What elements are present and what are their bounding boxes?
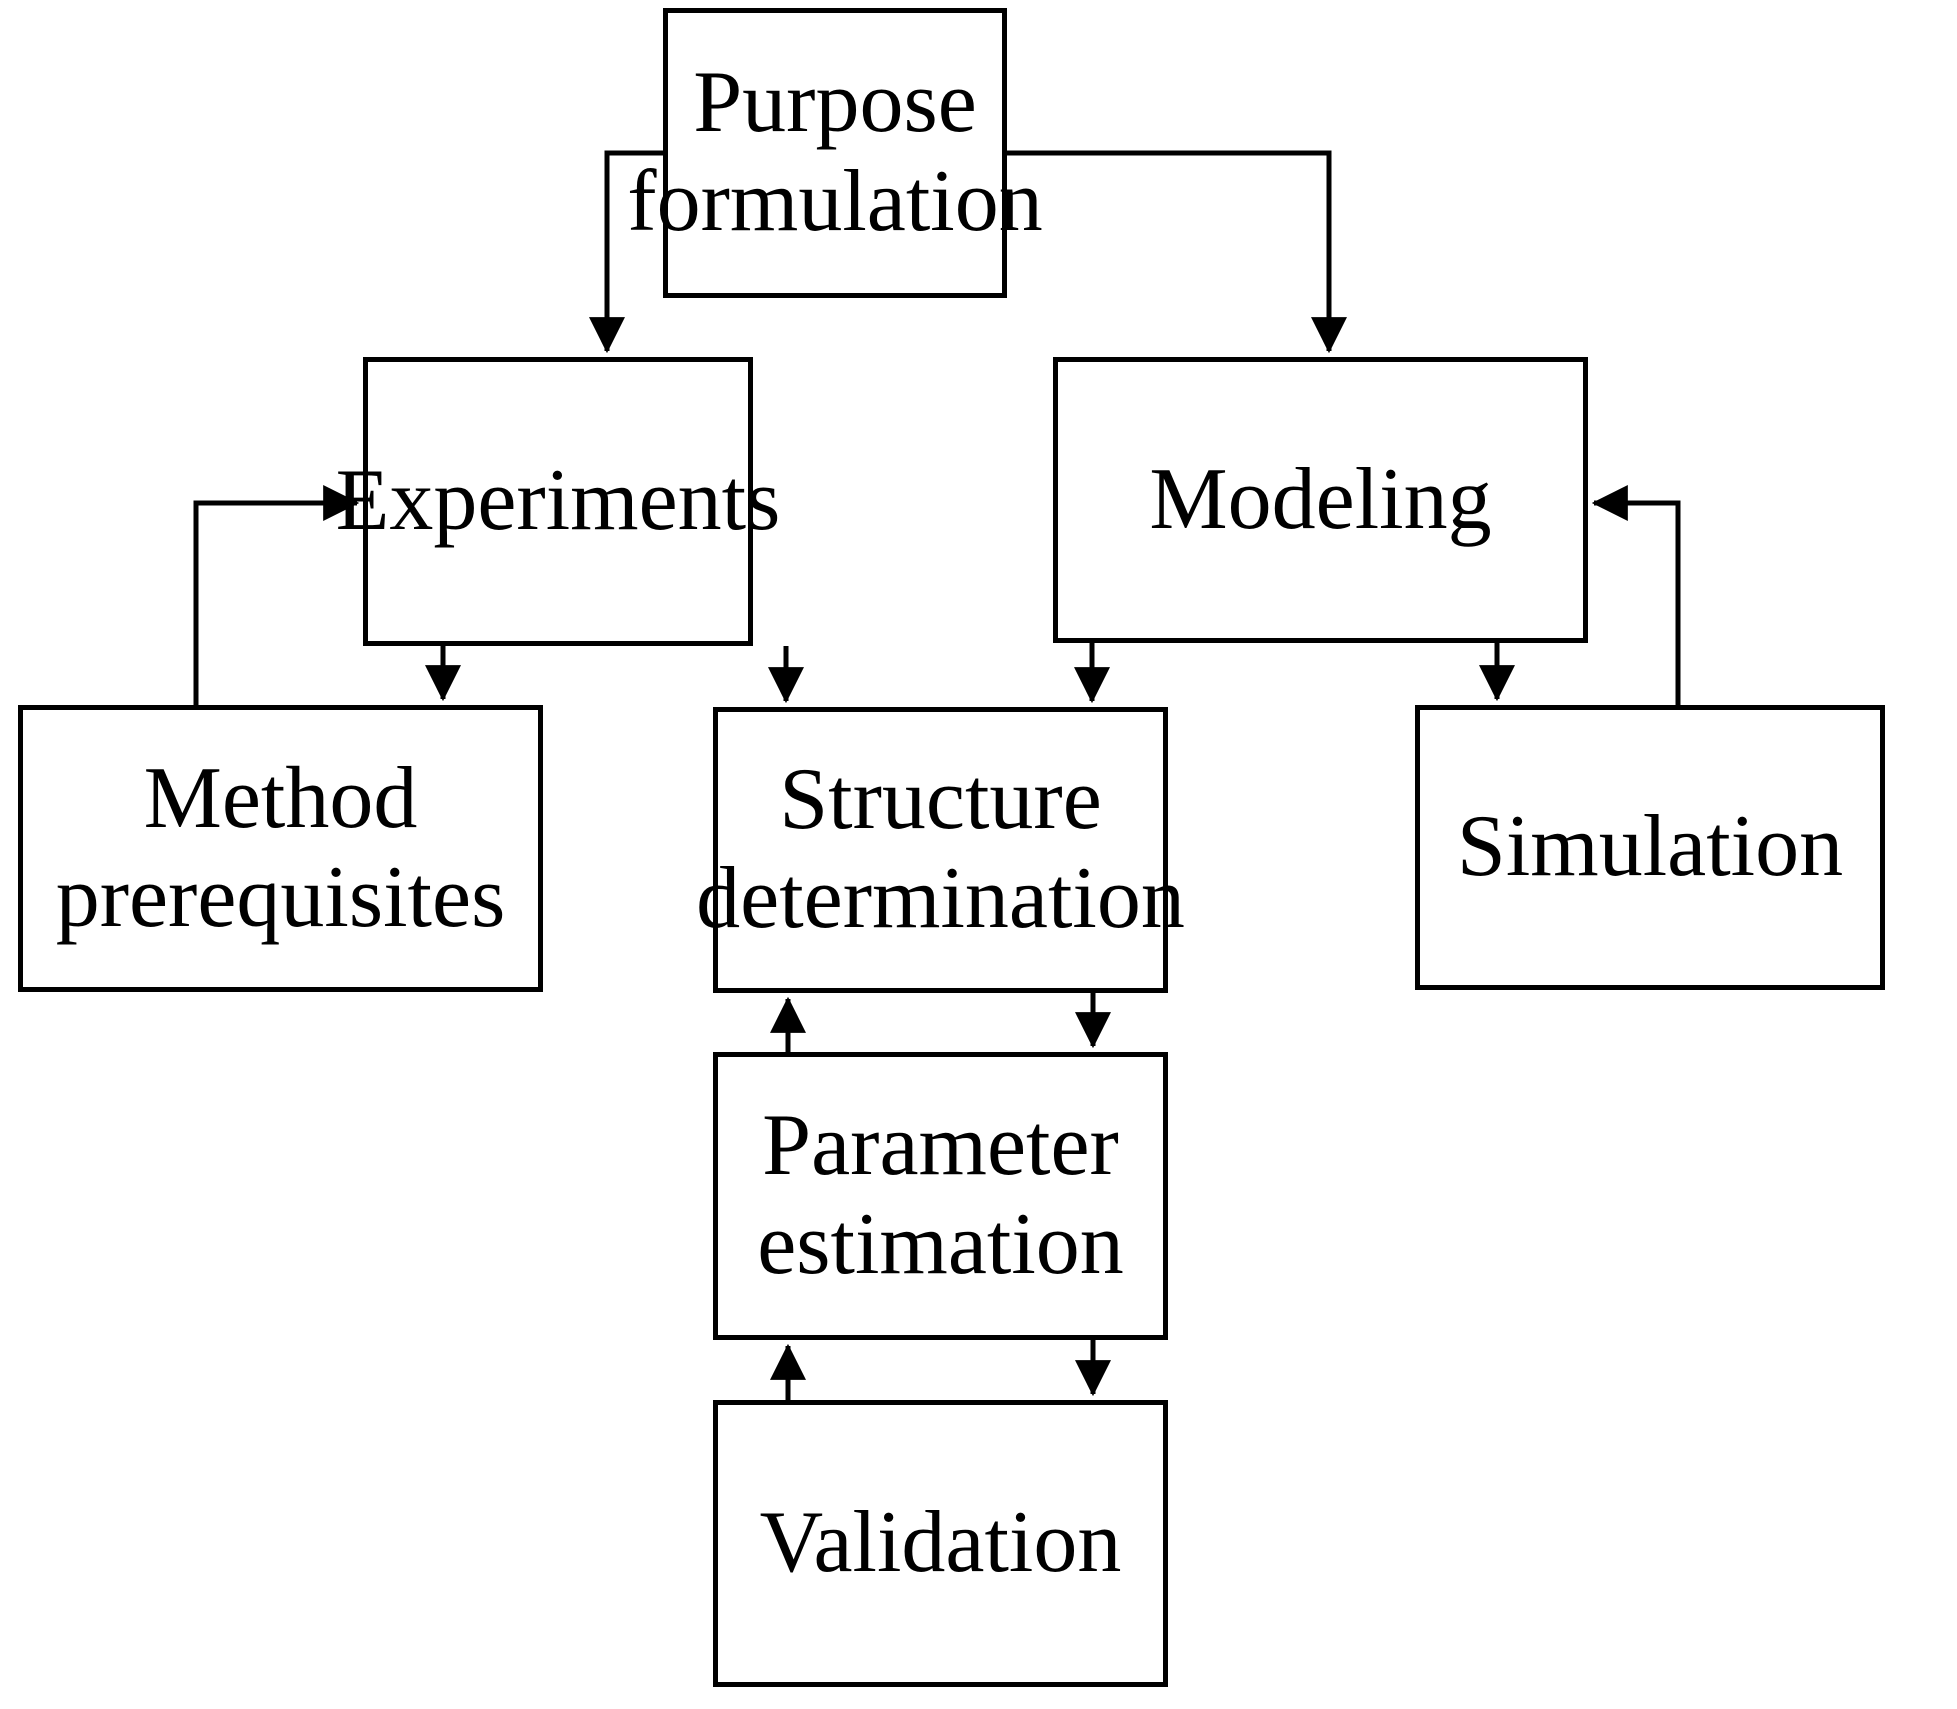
node-modeling[interactable]: Modeling <box>1053 357 1588 643</box>
edge-purpose-to-modeling <box>1007 150 1347 354</box>
node-label-experiments: Experiments <box>335 452 781 550</box>
node-label-method-prerequisites: Method prerequisites <box>55 749 506 946</box>
node-label-modeling: Modeling <box>1149 450 1492 548</box>
edge-method-prerequisites-to-experiments <box>193 485 360 705</box>
node-validation[interactable]: Validation <box>713 1400 1168 1687</box>
node-label-purpose-formulation: Purpose formulation <box>627 54 1043 250</box>
node-label-validation: Validation <box>759 1494 1122 1592</box>
node-parameter-estimation[interactable]: Parameter estimation <box>713 1052 1168 1340</box>
node-purpose-formulation[interactable]: Purpose formulation <box>627 8 1043 298</box>
node-label-parameter-estimation: Parameter estimation <box>757 1097 1124 1293</box>
node-label-simulation: Simulation <box>1456 798 1844 896</box>
node-structure-determination[interactable]: Structure determination <box>696 707 1185 993</box>
node-method-prerequisites[interactable]: Method prerequisites <box>18 705 543 992</box>
node-label-structure-determination: Structure determination <box>696 751 1185 947</box>
node-simulation[interactable]: Simulation <box>1415 705 1885 990</box>
edge-simulation-to-modeling <box>1591 485 1681 705</box>
edge-purpose-to-experiments <box>589 150 663 354</box>
node-experiments[interactable]: Experiments <box>336 357 780 646</box>
